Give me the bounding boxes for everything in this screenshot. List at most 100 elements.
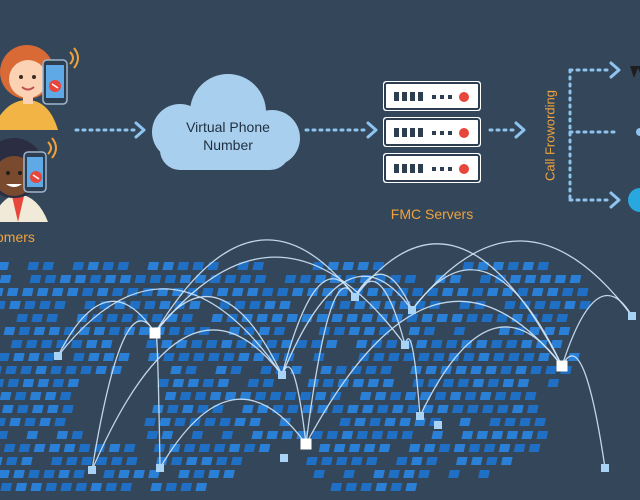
map-tile: [433, 353, 445, 361]
map-tile: [354, 301, 366, 309]
map-tile: [341, 431, 354, 439]
map-tile: [159, 301, 171, 309]
map-tile: [430, 340, 443, 348]
map-tile: [243, 444, 256, 452]
map-tile: [385, 340, 398, 348]
map-tile: [96, 288, 109, 296]
map-tile: [80, 457, 93, 465]
map-tile: [412, 379, 425, 387]
map-tile: [65, 366, 77, 374]
map-node: [434, 421, 442, 429]
map-tile: [357, 262, 370, 270]
map-tile: [253, 353, 265, 361]
arrow-icon: [74, 121, 146, 139]
map-tile: [80, 366, 92, 374]
map-tile: [376, 405, 389, 413]
connection-arc: [154, 239, 356, 334]
map-tile: [505, 340, 518, 348]
map-tile: [403, 470, 415, 478]
map-tile: [118, 470, 130, 478]
map-tile: [181, 314, 194, 322]
map-tile: [498, 444, 511, 452]
map-tile: [160, 340, 173, 348]
map-tile: [496, 405, 509, 413]
map-tile: [305, 457, 318, 465]
map-tile: [388, 353, 400, 361]
map-tile: [89, 275, 102, 283]
map-tile: [217, 379, 230, 387]
map-tile: [16, 405, 29, 413]
map-tile: [281, 431, 294, 439]
map-tile: [408, 327, 421, 335]
map-tile: [22, 379, 35, 387]
map-tile: [299, 275, 312, 283]
map-tile: [216, 288, 229, 296]
map-tile: [208, 353, 220, 361]
phone-icon: [23, 151, 47, 193]
map-tile: [46, 314, 59, 322]
map-tile: [133, 470, 145, 478]
map-tile: [59, 275, 72, 283]
map-tile: [103, 353, 115, 361]
map-tile: [316, 405, 329, 413]
map-tile: [498, 327, 511, 335]
connection-arcs: [57, 239, 633, 471]
map-tile: [321, 288, 334, 296]
map-tile: [0, 483, 13, 491]
map-tile: [0, 262, 10, 270]
map-tile: [386, 431, 399, 439]
map-tiles: [0, 262, 591, 491]
map-tile: [215, 366, 227, 374]
map-tile: [192, 262, 205, 270]
map-tile: [194, 275, 207, 283]
map-tile: [33, 327, 46, 335]
map-tile: [249, 301, 261, 309]
map-tile: [494, 392, 507, 400]
map-tile: [348, 327, 361, 335]
map-tile: [168, 327, 181, 335]
map-tile: [151, 405, 164, 413]
map-tile: [193, 470, 205, 478]
map-tile: [26, 431, 39, 439]
destination-icon: [628, 66, 640, 212]
connection-arc: [91, 329, 283, 471]
map-tile: [405, 483, 418, 491]
map-tile: [243, 327, 256, 335]
connection-arc: [404, 338, 421, 417]
map-tile: [269, 392, 282, 400]
map-tile: [335, 366, 347, 374]
map-tile: [384, 418, 396, 426]
map-tile: [336, 288, 349, 296]
map-tile: [48, 444, 61, 452]
map-tile: [215, 457, 228, 465]
map-tile: [100, 340, 113, 348]
map-tile: [401, 431, 414, 439]
map-tile: [273, 327, 286, 335]
map-tile: [481, 405, 494, 413]
map-tile: [550, 340, 563, 348]
map-tile: [90, 483, 103, 491]
map-tile: [330, 483, 343, 491]
map-tile: [85, 340, 98, 348]
map-tile: [449, 275, 462, 283]
map-tile: [531, 288, 544, 296]
map-tile: [18, 444, 31, 452]
map-node: [408, 306, 416, 314]
map-tile: [190, 340, 203, 348]
customers-label: omers: [0, 229, 35, 245]
map-tile: [39, 301, 51, 309]
map-tile: [284, 275, 297, 283]
map-tile: [520, 340, 533, 348]
map-tile: [260, 366, 272, 374]
map-tile: [144, 418, 156, 426]
map-tile: [286, 314, 299, 322]
map-tile: [110, 457, 123, 465]
map-tile: [436, 314, 449, 322]
map-tile: [63, 327, 76, 335]
map-tile: [220, 340, 233, 348]
map-tile: [202, 379, 215, 387]
map-tile: [266, 431, 279, 439]
map-tile: [545, 366, 557, 374]
map-tile: [91, 314, 104, 322]
